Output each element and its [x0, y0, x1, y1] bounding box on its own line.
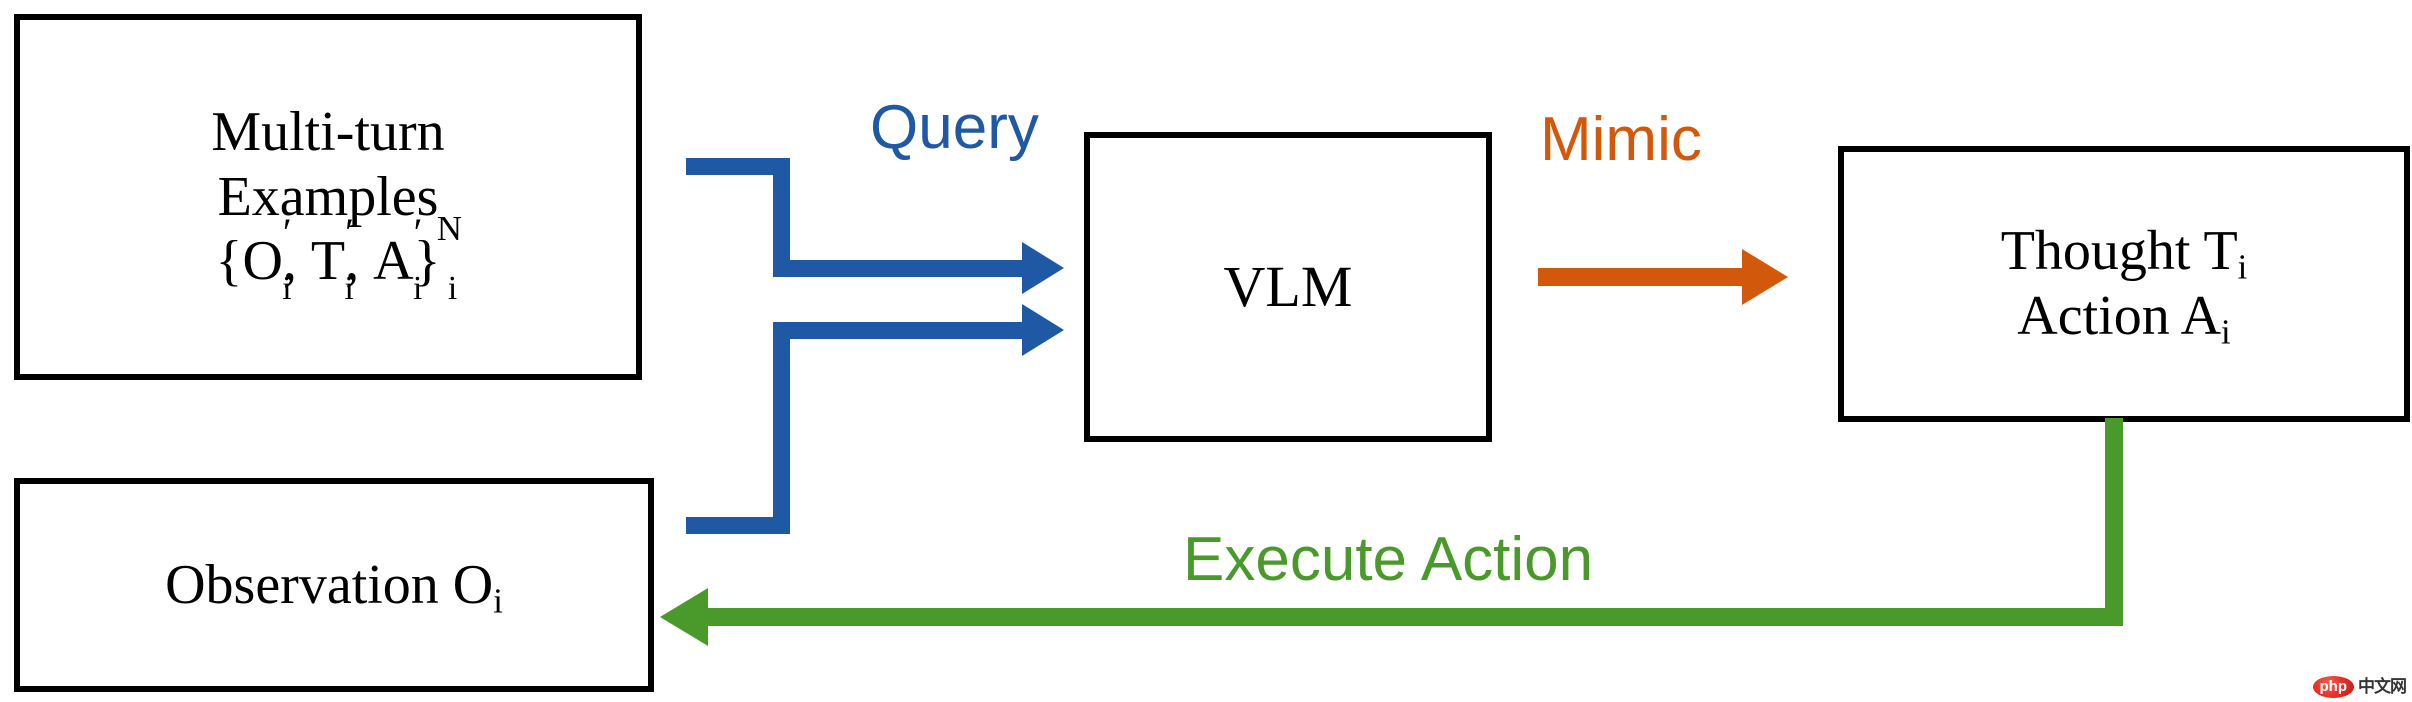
- formula-t-base: T: [310, 230, 346, 293]
- formula-close-brace: }: [413, 230, 441, 293]
- query-edge-top-vertical: [773, 158, 790, 268]
- formula-o-base: O: [242, 230, 283, 293]
- mimic-edge-shaft: [1538, 268, 1750, 286]
- action-line: Action Ai: [2017, 284, 2231, 352]
- query-edge-arrow2-shaft: [773, 322, 1031, 339]
- thought-line: Thought Ti: [2000, 219, 2248, 287]
- edge-label-execute-action: Execute Action: [1183, 525, 1594, 594]
- watermark-php-badge: php: [2312, 676, 2354, 698]
- node-observation: Observation Oi: [14, 478, 654, 692]
- formula-o-sub: i: [282, 270, 292, 308]
- vlm-label: VLM: [1223, 254, 1353, 320]
- formula-open-brace: {: [215, 230, 243, 293]
- query-arrowhead-1-icon: [1022, 242, 1064, 294]
- thought-subscript: i: [2237, 247, 2248, 287]
- query-edge-bottom-horizontal: [686, 517, 790, 534]
- watermark-chinese-text: 中文网: [2358, 676, 2407, 697]
- thought-text: Thought T: [2000, 220, 2238, 283]
- formula-a-base: A: [373, 230, 414, 293]
- examples-line-2: Examples: [217, 165, 439, 228]
- observation-label: Observation Oi: [165, 553, 503, 621]
- formula-symbol-t: T′ i: [310, 213, 354, 306]
- query-edge-top-horizontal: [686, 158, 790, 175]
- execute-edge-vertical: [2105, 418, 2123, 626]
- formula-a-prime: ′: [413, 210, 423, 256]
- formula-sep-1: ,: [282, 230, 311, 293]
- watermark: php 中文网: [2312, 676, 2407, 698]
- edge-label-query: Query: [870, 93, 1039, 162]
- query-arrowhead-2-icon: [1022, 304, 1064, 356]
- observation-subscript: i: [493, 581, 503, 621]
- execute-arrowhead-icon: [660, 588, 708, 646]
- edge-label-mimic: Mimic: [1540, 105, 1702, 174]
- action-text: Action A: [2017, 285, 2222, 347]
- formula-symbol-a: A′ i: [373, 213, 422, 306]
- formula-symbol-o: O′ i: [242, 213, 291, 306]
- formula-t-sub: i: [344, 270, 354, 308]
- formula-a-sub: i: [412, 270, 423, 308]
- formula-o-prime: ′: [282, 210, 292, 256]
- action-subscript: i: [2221, 312, 2231, 352]
- formula-brace-subscript: i: [447, 270, 458, 308]
- examples-line-1: Multi-turn: [211, 100, 445, 163]
- execute-edge-horizontal: [702, 608, 2123, 626]
- observation-text: Observation O: [165, 553, 494, 616]
- formula-sep-2: ,: [345, 230, 374, 293]
- mimic-arrowhead-icon: [1742, 249, 1788, 305]
- node-thought-action: Thought Ti Action Ai: [1838, 146, 2410, 422]
- query-edge-bottom-vertical: [773, 322, 790, 534]
- query-edge-arrow1-shaft: [773, 260, 1031, 277]
- node-vlm: VLM: [1084, 132, 1492, 442]
- formula-brace-superscript: N: [436, 209, 462, 249]
- formula-t-prime: ′: [345, 210, 354, 256]
